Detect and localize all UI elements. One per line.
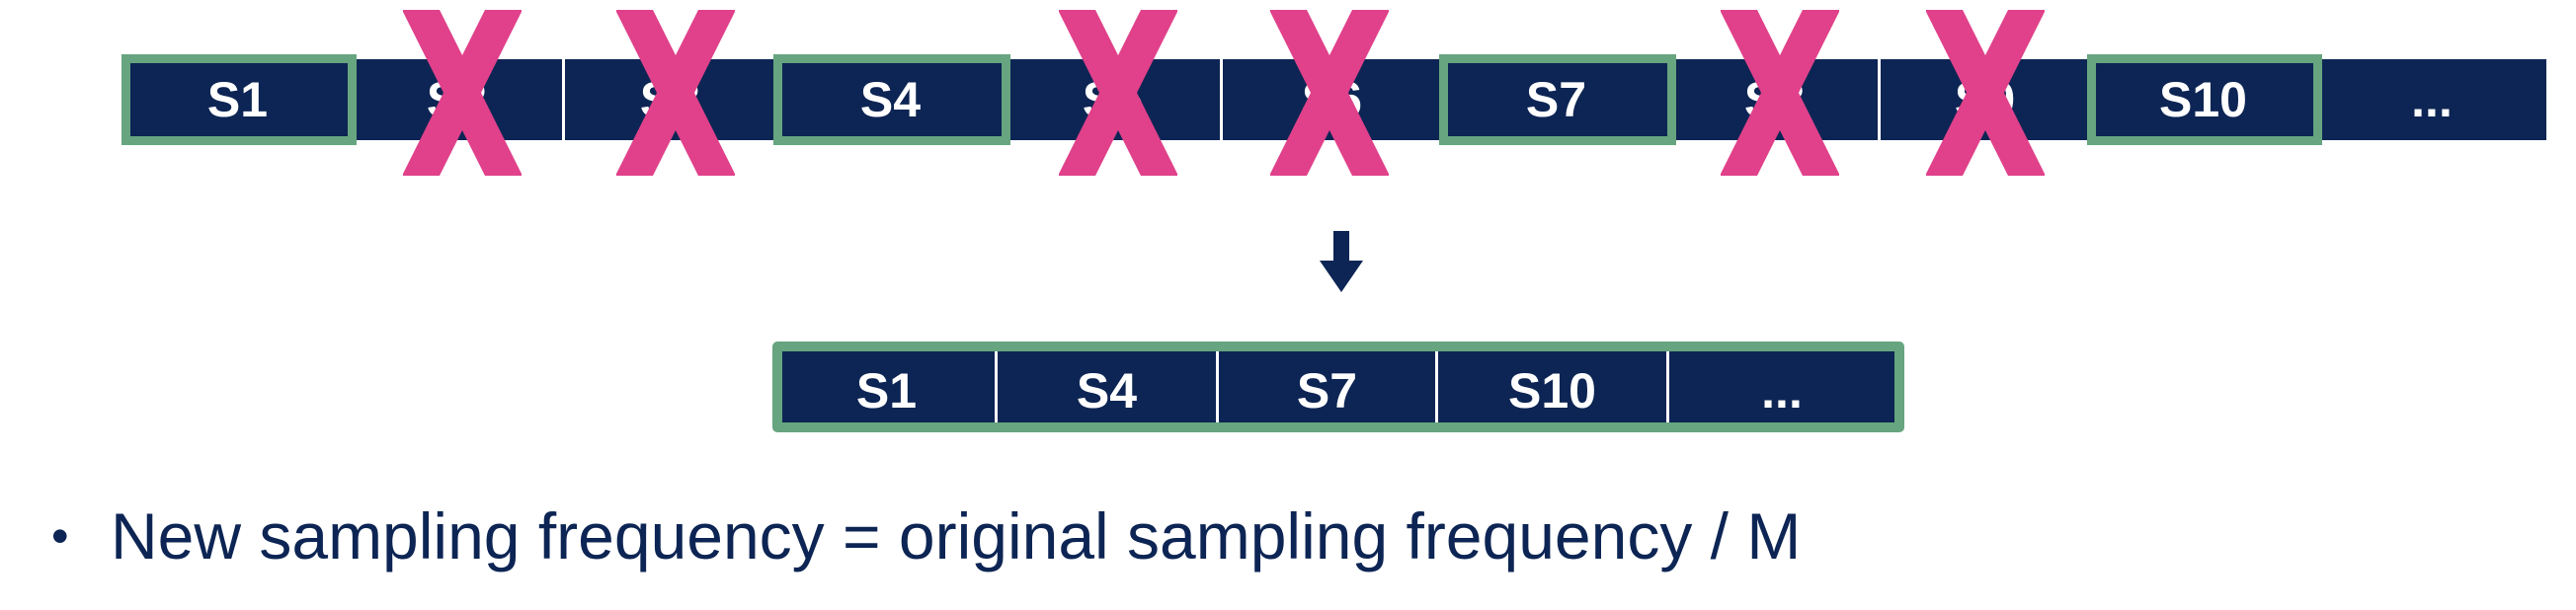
bullet-point: • New sampling frequency = original sampl… bbox=[51, 498, 1801, 573]
sample-label: ... bbox=[2411, 72, 2453, 127]
sample-cell-s6: S6 bbox=[1223, 59, 1444, 140]
sample-label: S7 bbox=[1296, 363, 1358, 419]
bullet-dot-icon: • bbox=[51, 508, 69, 564]
sample-cell-s9: S9 bbox=[1881, 59, 2092, 140]
sample-cell-s10: S10 bbox=[2087, 54, 2322, 145]
sample-cell-s2: S2 bbox=[352, 59, 565, 140]
sample-label: S4 bbox=[1076, 363, 1138, 419]
sample-cell-s5: S5 bbox=[1006, 59, 1223, 140]
sample-label: S1 bbox=[855, 363, 918, 419]
sample-cell-ellipsis: ... bbox=[2317, 59, 2546, 140]
sample-label: S8 bbox=[1743, 72, 1806, 127]
down-arrow-icon bbox=[1320, 231, 1363, 292]
sample-label: S10 bbox=[2159, 72, 2247, 127]
downsampled-cell-s7: S7 bbox=[1219, 351, 1438, 430]
sample-label: S7 bbox=[1525, 72, 1587, 127]
sample-cell-s4: S4 bbox=[773, 54, 1010, 145]
sample-label: S1 bbox=[206, 72, 269, 127]
sample-cell-s3: S3 bbox=[565, 59, 778, 140]
sample-label: ... bbox=[1761, 363, 1803, 419]
sample-label: S10 bbox=[1508, 363, 1596, 419]
downsampled-row-frame bbox=[772, 342, 1904, 432]
bullet-text: New sampling frequency = original sampli… bbox=[111, 499, 1802, 572]
sample-label: S5 bbox=[1082, 72, 1144, 127]
downsampled-cell-ellipsis: ... bbox=[1669, 351, 1894, 430]
downsampled-cell-s4: S4 bbox=[998, 351, 1219, 430]
sample-cell-s1: S1 bbox=[121, 54, 357, 145]
sample-label: S6 bbox=[1301, 72, 1363, 127]
sample-cell-s8: S8 bbox=[1671, 59, 1881, 140]
sample-label: S9 bbox=[1954, 72, 2016, 127]
downsampled-cell-s1: S1 bbox=[778, 351, 998, 430]
sample-cell-s7: S7 bbox=[1439, 54, 1676, 145]
downsampled-cell-s10: S10 bbox=[1438, 351, 1669, 430]
sample-label: S4 bbox=[859, 72, 922, 127]
sample-label: S3 bbox=[639, 72, 701, 127]
sample-label: S2 bbox=[426, 72, 488, 127]
